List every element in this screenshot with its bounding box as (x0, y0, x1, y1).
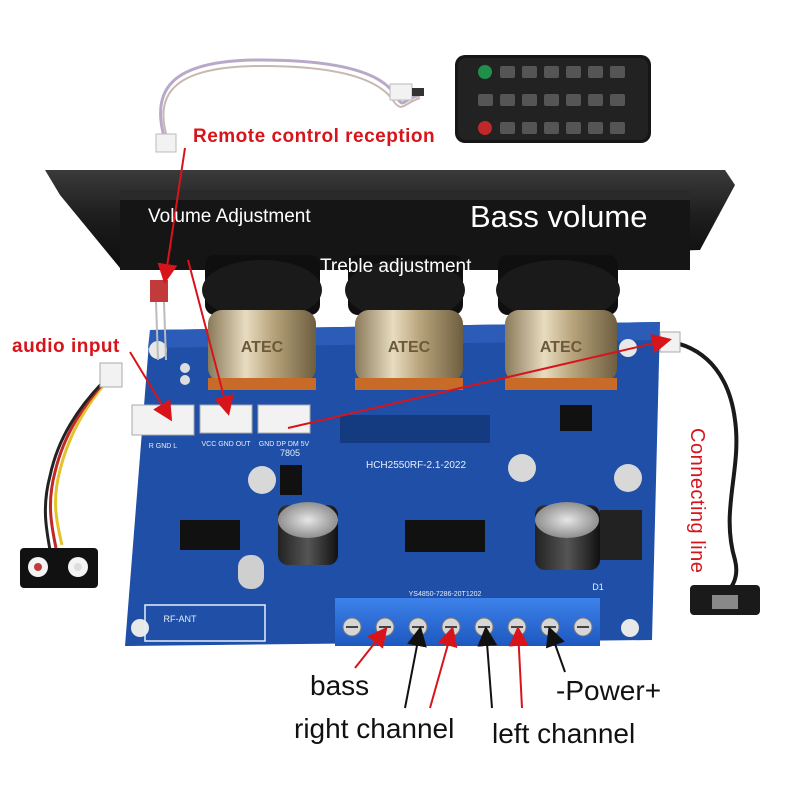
remote-key (588, 94, 603, 106)
remote-key (566, 94, 581, 106)
antenna-label: RF-ANT (164, 614, 197, 624)
terminal-screw (375, 617, 395, 637)
remote-key (522, 66, 537, 78)
label-bass-volume: Bass volume (470, 199, 648, 234)
audio-input-cable (20, 362, 123, 588)
terminal-screw (573, 617, 593, 637)
pot-marking-2: ATEC (388, 339, 431, 356)
regulator-label: 7805 (280, 448, 300, 458)
ir-receiver (150, 280, 190, 385)
terminal-screw (540, 617, 560, 637)
terminal-silk: YS4850-7286-20T1202 (409, 591, 482, 598)
label-power: -Power+ (556, 675, 662, 706)
label-connecting-line: Connecting line (686, 428, 708, 574)
label-volume-adjustment: Volume Adjustment (148, 206, 311, 227)
remote-key (500, 122, 515, 134)
arrow-left-channel-1 (477, 626, 498, 709)
terminal-screw (507, 617, 527, 637)
label-bass: bass (310, 670, 370, 701)
arrow-power-neg (545, 626, 566, 673)
terminal-screw (474, 617, 494, 637)
label-audio-input: audio input (12, 336, 120, 357)
terminal-screw (342, 617, 362, 637)
header-connectors: R GND L VCC GND OUT GND DP DM 5V (131, 404, 311, 450)
arrow-remote (157, 147, 186, 284)
knobs (202, 255, 620, 320)
label-left-channel: left channel (492, 718, 636, 749)
remote-key (478, 94, 493, 106)
remote-key (566, 122, 581, 134)
pin-row-3: GND DP DM 5V (259, 441, 310, 448)
remote-key (610, 122, 625, 134)
remote-key (544, 94, 559, 106)
pin-row-1: R GND L (149, 443, 178, 450)
arrow-right-channel-2 (429, 626, 458, 709)
d1-label: D1 (592, 582, 604, 592)
remote-key (522, 122, 537, 134)
label-remote-control: Remote control reception (193, 126, 436, 147)
arrow-connecting (287, 333, 672, 429)
pot-marking-3: ATEC (540, 339, 583, 356)
remote-key (566, 66, 581, 78)
remote-key (588, 66, 603, 78)
remote-key (544, 66, 559, 78)
remote-key (610, 94, 625, 106)
pot-marking-1: ATEC (241, 339, 284, 356)
arrow-volume (187, 259, 234, 416)
potentiometers: ATEC ATEC ATEC (208, 310, 617, 390)
arrow-audio (129, 351, 173, 422)
arrow-bass (354, 626, 388, 669)
label-right-channel: right channel (294, 713, 455, 744)
pin-row-2: VCC GND OUT (202, 441, 252, 448)
remote-key (500, 66, 515, 78)
remote-key (544, 122, 559, 134)
remote-key (522, 94, 537, 106)
remote-key (610, 66, 625, 78)
usb-cable (659, 331, 760, 615)
annotation-arrows (129, 147, 672, 709)
remote-cable (155, 58, 424, 153)
board-model: HCH2550RF-2.1-2022 (366, 460, 466, 471)
arrow-right-channel-1 (404, 626, 427, 709)
label-treble-adjustment: Treble adjustment (320, 256, 472, 277)
terminal-screw (408, 617, 428, 637)
capacitors (278, 502, 600, 570)
remote-key (588, 122, 603, 134)
remote-key (500, 94, 515, 106)
arrow-left-channel-2 (508, 626, 529, 709)
components: HCH2550RF-2.1-2022 7805 RF-ANT (144, 405, 642, 642)
